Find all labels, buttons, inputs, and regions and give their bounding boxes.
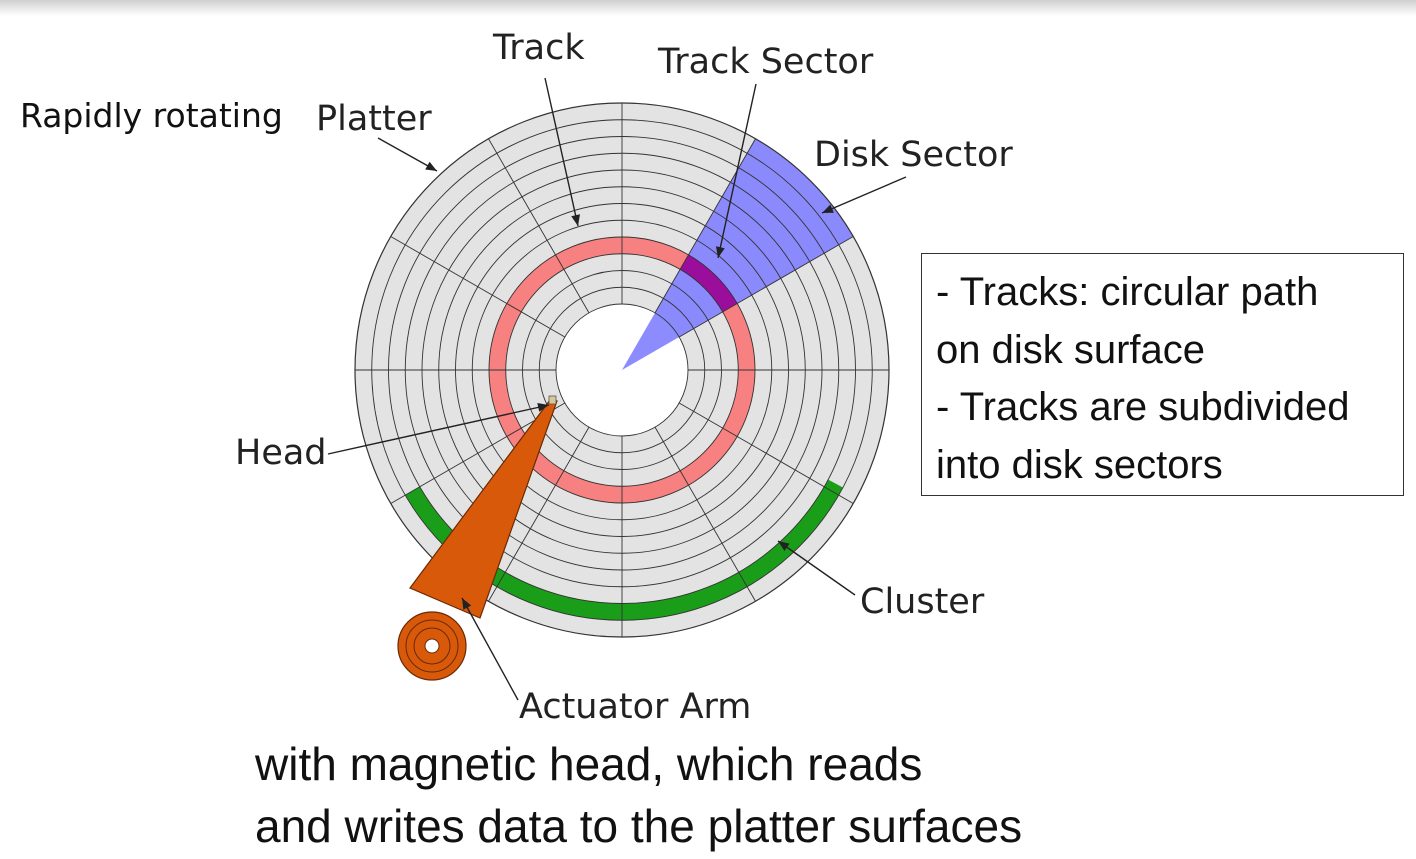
- sector-line: [488, 138, 590, 314]
- leader-head: [327, 404, 550, 455]
- info-line-4: into disk sectors: [936, 442, 1223, 487]
- sector-line: [488, 426, 590, 602]
- magnetic-head: [548, 395, 557, 405]
- info-box: - Tracks: circular path on disk surface …: [921, 253, 1404, 496]
- caption: with magnetic head, which reads and writ…: [255, 733, 1022, 857]
- disk-sector: [622, 138, 854, 370]
- sector-line: [654, 138, 756, 314]
- info-line-1: - Tracks: circular path: [936, 270, 1319, 314]
- leader-platter: [377, 137, 438, 172]
- leader-actuator-arm-arrowhead: [462, 598, 472, 610]
- top-shadow: [0, 0, 1416, 16]
- leader-disk-sector: [821, 176, 907, 214]
- leader-cluster-arrowhead: [778, 541, 790, 552]
- label-disk-sector: Disk Sector: [814, 135, 1013, 175]
- label-track-sector: Track Sector: [658, 42, 874, 82]
- sector-line: [390, 236, 566, 338]
- label-leader-lines: [327, 77, 907, 701]
- leader-track-arrowhead: [571, 214, 580, 226]
- actuator-arm: [397, 395, 558, 681]
- label-rapidly-rotating: Rapidly rotating: [20, 96, 283, 135]
- leader-actuator-arm: [461, 597, 519, 701]
- sector-line: [678, 402, 854, 504]
- arm-pivot-ring: [413, 627, 451, 665]
- track-sector: [680, 254, 738, 312]
- leader-track-sector-arrowhead: [715, 246, 725, 258]
- info-line-2: on disk surface: [936, 327, 1206, 372]
- arm-pivot-hole: [424, 638, 440, 654]
- arm-pivot-ring: [405, 619, 459, 673]
- leader-track-sector: [717, 83, 757, 259]
- sector-line: [678, 236, 854, 338]
- label-actuator-arm: Actuator Arm: [519, 687, 752, 727]
- caption-line-2: and writes data to the platter surfaces: [255, 800, 1023, 852]
- caption-line-1: with magnetic head, which reads: [255, 738, 923, 790]
- leader-head-arrowhead: [537, 402, 549, 412]
- leader-cluster: [777, 540, 856, 596]
- leader-platter-arrowhead: [425, 161, 437, 171]
- cluster: [405, 479, 843, 621]
- sector-line: [654, 426, 756, 602]
- label-head: Head: [235, 433, 327, 473]
- leader-disk-sector-arrowhead: [822, 204, 834, 213]
- label-track: Track: [493, 28, 585, 68]
- label-cluster: Cluster: [860, 582, 985, 622]
- label-platter: Platter: [316, 99, 432, 139]
- leader-track: [544, 77, 579, 227]
- info-line-3: - Tracks are subdivided: [936, 385, 1350, 429]
